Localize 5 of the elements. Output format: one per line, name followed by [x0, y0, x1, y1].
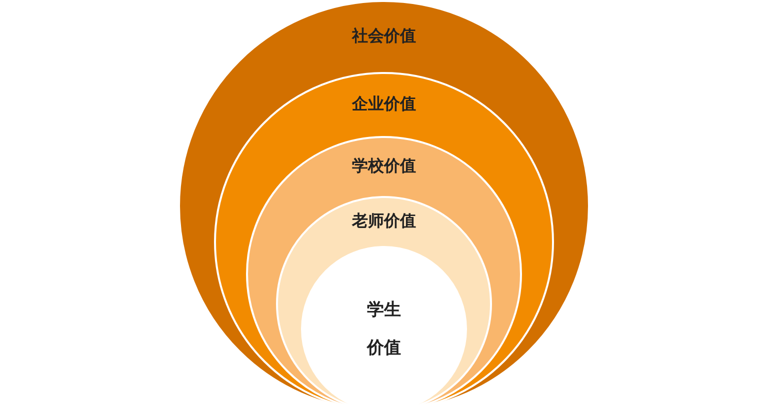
ring-label: 企业价值 [352, 94, 416, 115]
ring-label: 学校价值 [352, 156, 416, 177]
ring-label: 社会价值 [352, 26, 416, 47]
ring-label: 学生价值 [366, 299, 402, 360]
ring-label: 老师价值 [352, 211, 416, 232]
